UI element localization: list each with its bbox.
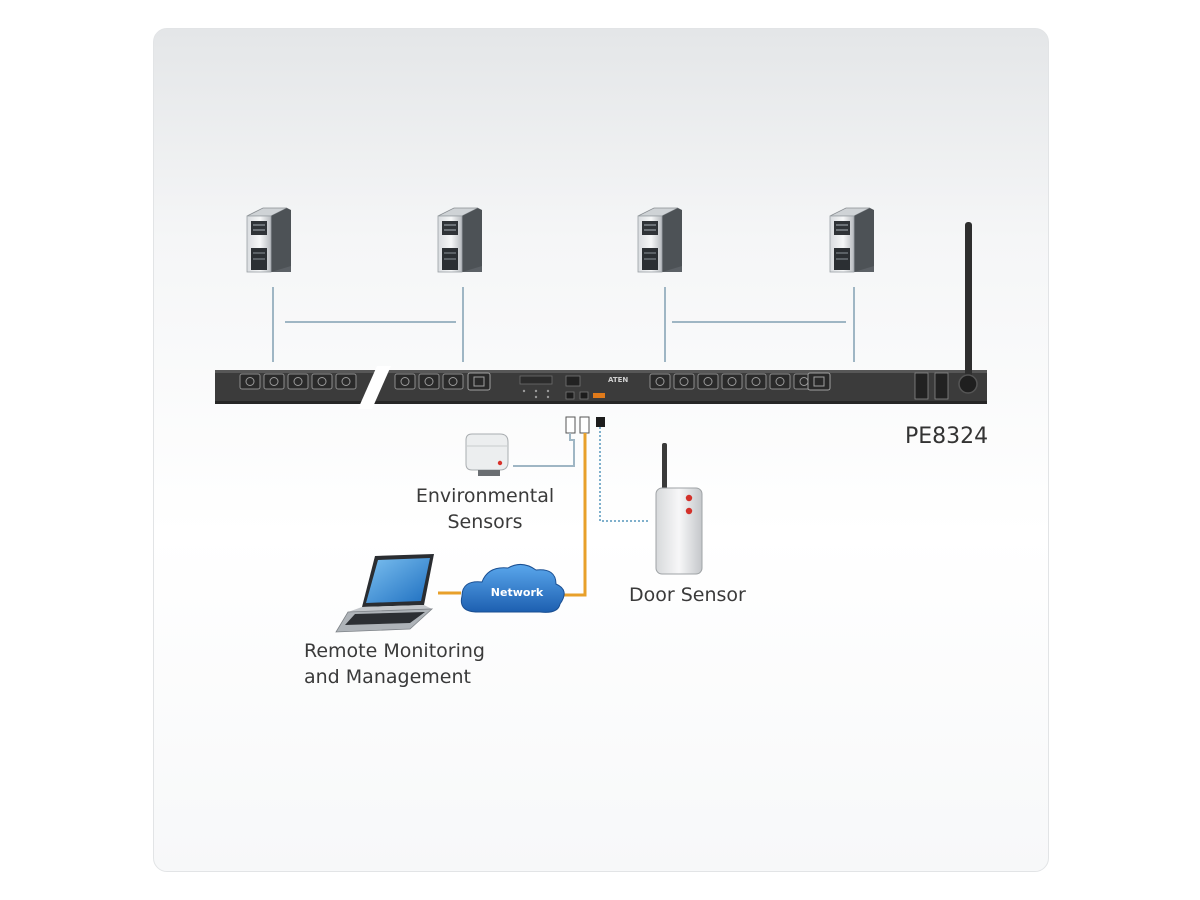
model-label: PE8324: [905, 424, 989, 449]
environmental-sensor-icon: [465, 433, 509, 476]
server-links: [272, 287, 855, 362]
pdu-control-panel: ATEN: [519, 375, 628, 400]
laptop-icon: [335, 554, 434, 633]
door-sensor-icon: [655, 443, 703, 575]
door-sensor-label: Door Sensor: [629, 584, 746, 606]
diagram-panel: [153, 28, 1049, 872]
network-cloud-icon: Network: [460, 564, 565, 613]
outlet-bank-2: [649, 372, 831, 391]
network-label: Network: [491, 586, 544, 599]
aten-logo: ATEN: [608, 376, 628, 384]
sensor-port-plugs: [565, 416, 605, 434]
pdu-bar: ATEN: [215, 366, 987, 409]
server-4-icon: [829, 207, 875, 273]
remote-monitoring-label: Remote Monitoring and Management: [304, 638, 485, 690]
environmental-sensors-label-line-2: Sensors: [447, 511, 523, 533]
door-sensor-link: [599, 427, 648, 522]
remote-monitoring-label-line-2: and Management: [304, 666, 471, 688]
environmental-sensors-label-line-1: Environmental: [415, 485, 555, 507]
power-inputs: [914, 372, 949, 400]
power-cord-icon: [958, 222, 978, 394]
server-2-icon: [437, 207, 483, 273]
server-1-icon: [246, 207, 292, 273]
environmental-sensors-label: Environmental Sensors: [410, 483, 560, 535]
remote-monitoring-label-line-1: Remote Monitoring: [304, 640, 485, 662]
env-sensor-link: [513, 433, 575, 467]
outlet-bank-1: [239, 372, 491, 391]
network-link: [563, 433, 587, 597]
server-3-icon: [637, 207, 683, 273]
